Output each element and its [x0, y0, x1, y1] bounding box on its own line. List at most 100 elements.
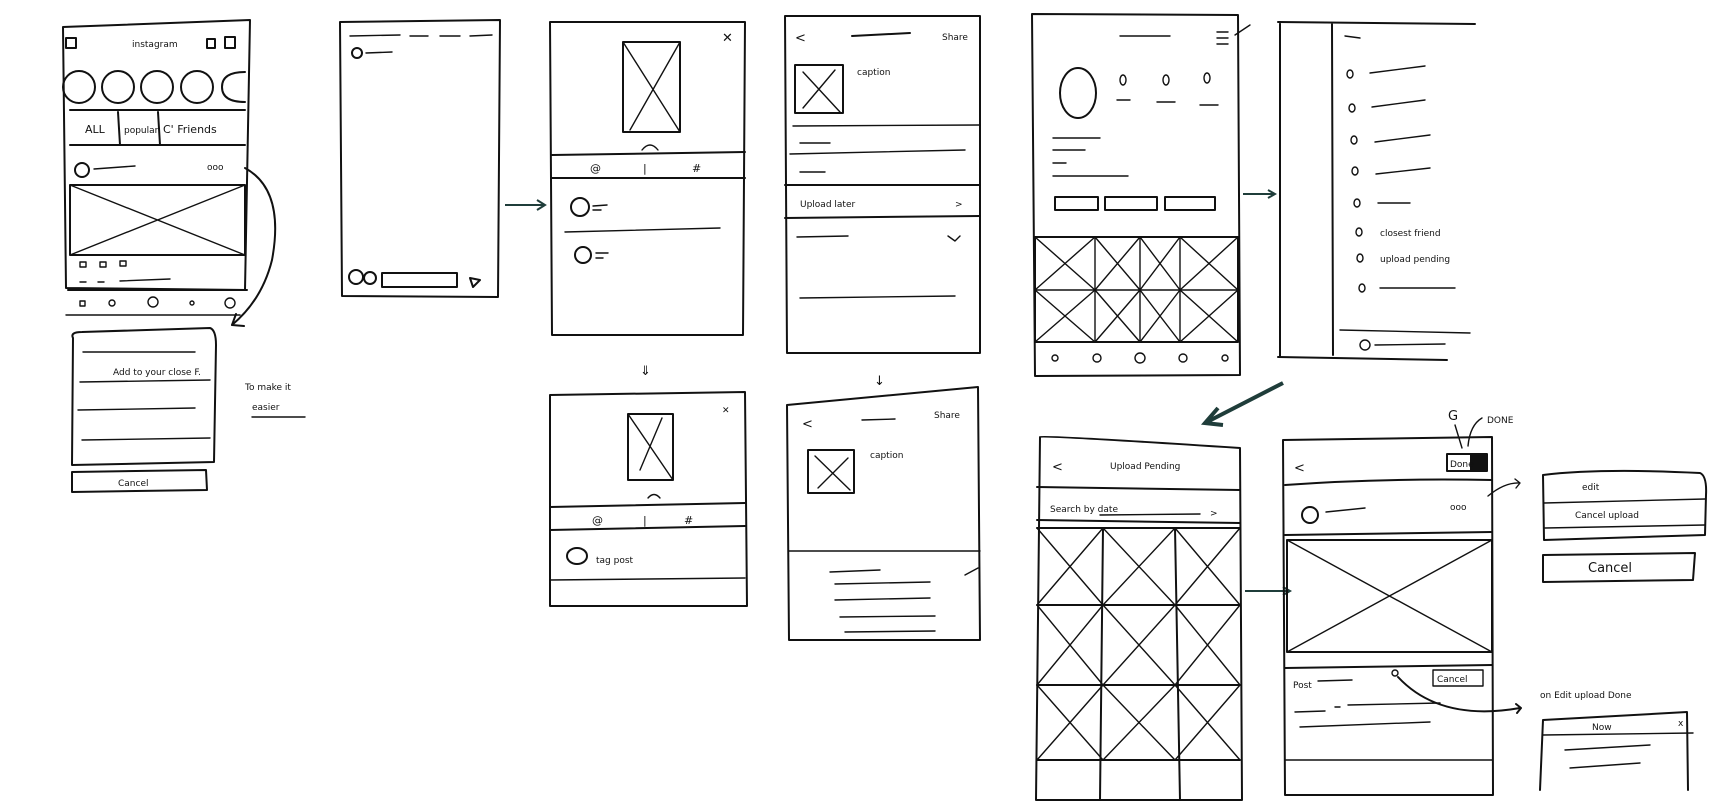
pending-media-grid [1036, 527, 1241, 801]
story-avatar[interactable] [221, 71, 246, 103]
nav-home-icon[interactable] [79, 300, 86, 307]
gallery-icon[interactable] [348, 269, 364, 285]
message-input[interactable] [381, 272, 458, 288]
user-avatar[interactable] [566, 547, 588, 565]
cancel-button[interactable] [71, 469, 208, 493]
tab-all[interactable]: ALL [85, 123, 106, 136]
menu-icon[interactable] [1216, 31, 1229, 45]
following-count[interactable] [1203, 72, 1211, 84]
cancel-upload-button[interactable] [1432, 669, 1484, 687]
tab-hashtag[interactable]: # [692, 162, 701, 175]
menu-item[interactable] [1351, 166, 1359, 176]
tab-mention[interactable]: @ [592, 514, 603, 527]
caption-field[interactable]: caption [870, 451, 903, 461]
nav-search-icon[interactable] [1092, 353, 1102, 363]
menu-item[interactable] [1348, 103, 1356, 113]
tab-hashtag[interactable]: # [684, 514, 693, 527]
nav-search-icon[interactable] [108, 299, 116, 307]
story-avatar[interactable] [62, 70, 96, 104]
close-icon[interactable]: x [1678, 719, 1684, 729]
menu-item-closest-friend[interactable] [1355, 227, 1363, 237]
post-composer-screen: ✕ @ | # [549, 21, 746, 336]
caption-field[interactable]: caption [857, 68, 890, 78]
nav-activity-icon[interactable] [189, 300, 195, 306]
down-arrow: ↓ [874, 374, 885, 389]
contact-button[interactable] [1164, 196, 1216, 211]
nav-activity-icon[interactable] [1178, 353, 1188, 363]
profile-screen [1031, 13, 1251, 377]
nav-profile-icon[interactable] [224, 297, 236, 309]
share-icon[interactable] [119, 260, 127, 267]
menu-avatar[interactable] [1359, 339, 1371, 351]
tag-post-screen: ✕ @ | # tag post [549, 391, 748, 607]
upload-later-option[interactable]: Upload later [800, 200, 855, 210]
menu-label-upload-pending[interactable]: upload pending [1380, 255, 1450, 265]
status-indicator [1391, 669, 1399, 677]
followers-count[interactable] [1162, 74, 1170, 86]
effects-icon[interactable] [363, 271, 377, 285]
back-icon[interactable]: < [802, 417, 813, 432]
nav-add-icon[interactable] [147, 296, 159, 308]
post-more-icon[interactable]: ooo [207, 163, 224, 173]
side-menu-screen: closest friend upload pending [1277, 21, 1476, 361]
user-avatar[interactable] [574, 246, 592, 264]
done-button-highlight [1470, 455, 1486, 470]
cancel-button[interactable] [1542, 552, 1696, 583]
like-icon[interactable] [79, 261, 87, 268]
flow-arrow [1245, 586, 1293, 596]
bottom-nav [79, 296, 236, 309]
add-to-close-friends-option[interactable]: Add to your close F. [113, 368, 201, 378]
menu-item[interactable] [1358, 283, 1366, 293]
media-preview-placeholder [627, 413, 674, 481]
profile-avatar[interactable] [1059, 67, 1097, 119]
direct-message-icon[interactable] [224, 36, 236, 49]
close-icon[interactable]: ✕ [722, 406, 730, 416]
note-text: easier [252, 403, 280, 413]
menu-label-closest-friend[interactable]: closest friend [1380, 229, 1441, 239]
menu-item[interactable] [1346, 69, 1354, 79]
share-button[interactable]: Share [934, 411, 960, 421]
nav-add-icon[interactable] [1134, 352, 1146, 364]
comment-icon[interactable] [99, 261, 107, 268]
stories-row [62, 70, 246, 104]
search-by-date-field[interactable]: Search by date [1050, 505, 1118, 515]
cancel-upload-button-label: Cancel [1437, 675, 1468, 685]
back-icon[interactable]: < [795, 31, 806, 46]
post-more-icon[interactable]: ooo [1450, 503, 1467, 513]
activity-icon[interactable] [206, 38, 216, 49]
nav-home-icon[interactable] [1051, 354, 1059, 362]
camera-icon[interactable] [65, 37, 77, 49]
menu-item[interactable] [1350, 135, 1358, 145]
upload-pending-screen: < Upload Pending Search by date > [1035, 435, 1243, 801]
user-avatar[interactable] [570, 197, 590, 217]
back-icon[interactable]: < [1052, 460, 1063, 475]
profile-avatar[interactable] [351, 47, 363, 59]
promotions-button[interactable] [1104, 196, 1158, 211]
done-button[interactable] [1446, 453, 1488, 472]
menu-item-upload-pending[interactable] [1356, 253, 1364, 263]
feed-screen: instagram ALL popular C' Friends ooo [62, 19, 251, 316]
post-author-avatar[interactable] [74, 162, 90, 178]
post-author-avatar[interactable] [1301, 506, 1319, 524]
media-thumbnail [794, 64, 844, 114]
nav-profile-icon[interactable] [1221, 354, 1229, 362]
upload-done-note-text: on Edit upload Done [1540, 691, 1632, 701]
close-icon[interactable]: ✕ [722, 31, 733, 46]
story-avatar[interactable] [180, 70, 214, 104]
tab-mention[interactable]: @ [590, 162, 601, 175]
story-avatar[interactable] [101, 70, 135, 104]
flow-arrow [1243, 189, 1278, 199]
edit-option[interactable]: edit [1582, 483, 1600, 493]
tab-divider: | [643, 162, 647, 175]
share-button[interactable]: Share [942, 33, 968, 43]
send-icon[interactable] [469, 277, 481, 288]
cancel-upload-option[interactable]: Cancel upload [1575, 511, 1639, 521]
edit-profile-button[interactable] [1054, 196, 1099, 211]
tab-popular[interactable]: popular [124, 126, 159, 136]
back-icon[interactable]: < [1294, 461, 1305, 476]
share-screen: < Share caption Upload later > [784, 15, 981, 354]
menu-item[interactable] [1353, 198, 1361, 208]
tab-close-friends[interactable]: C' Friends [163, 123, 217, 136]
story-avatar[interactable] [140, 70, 174, 104]
